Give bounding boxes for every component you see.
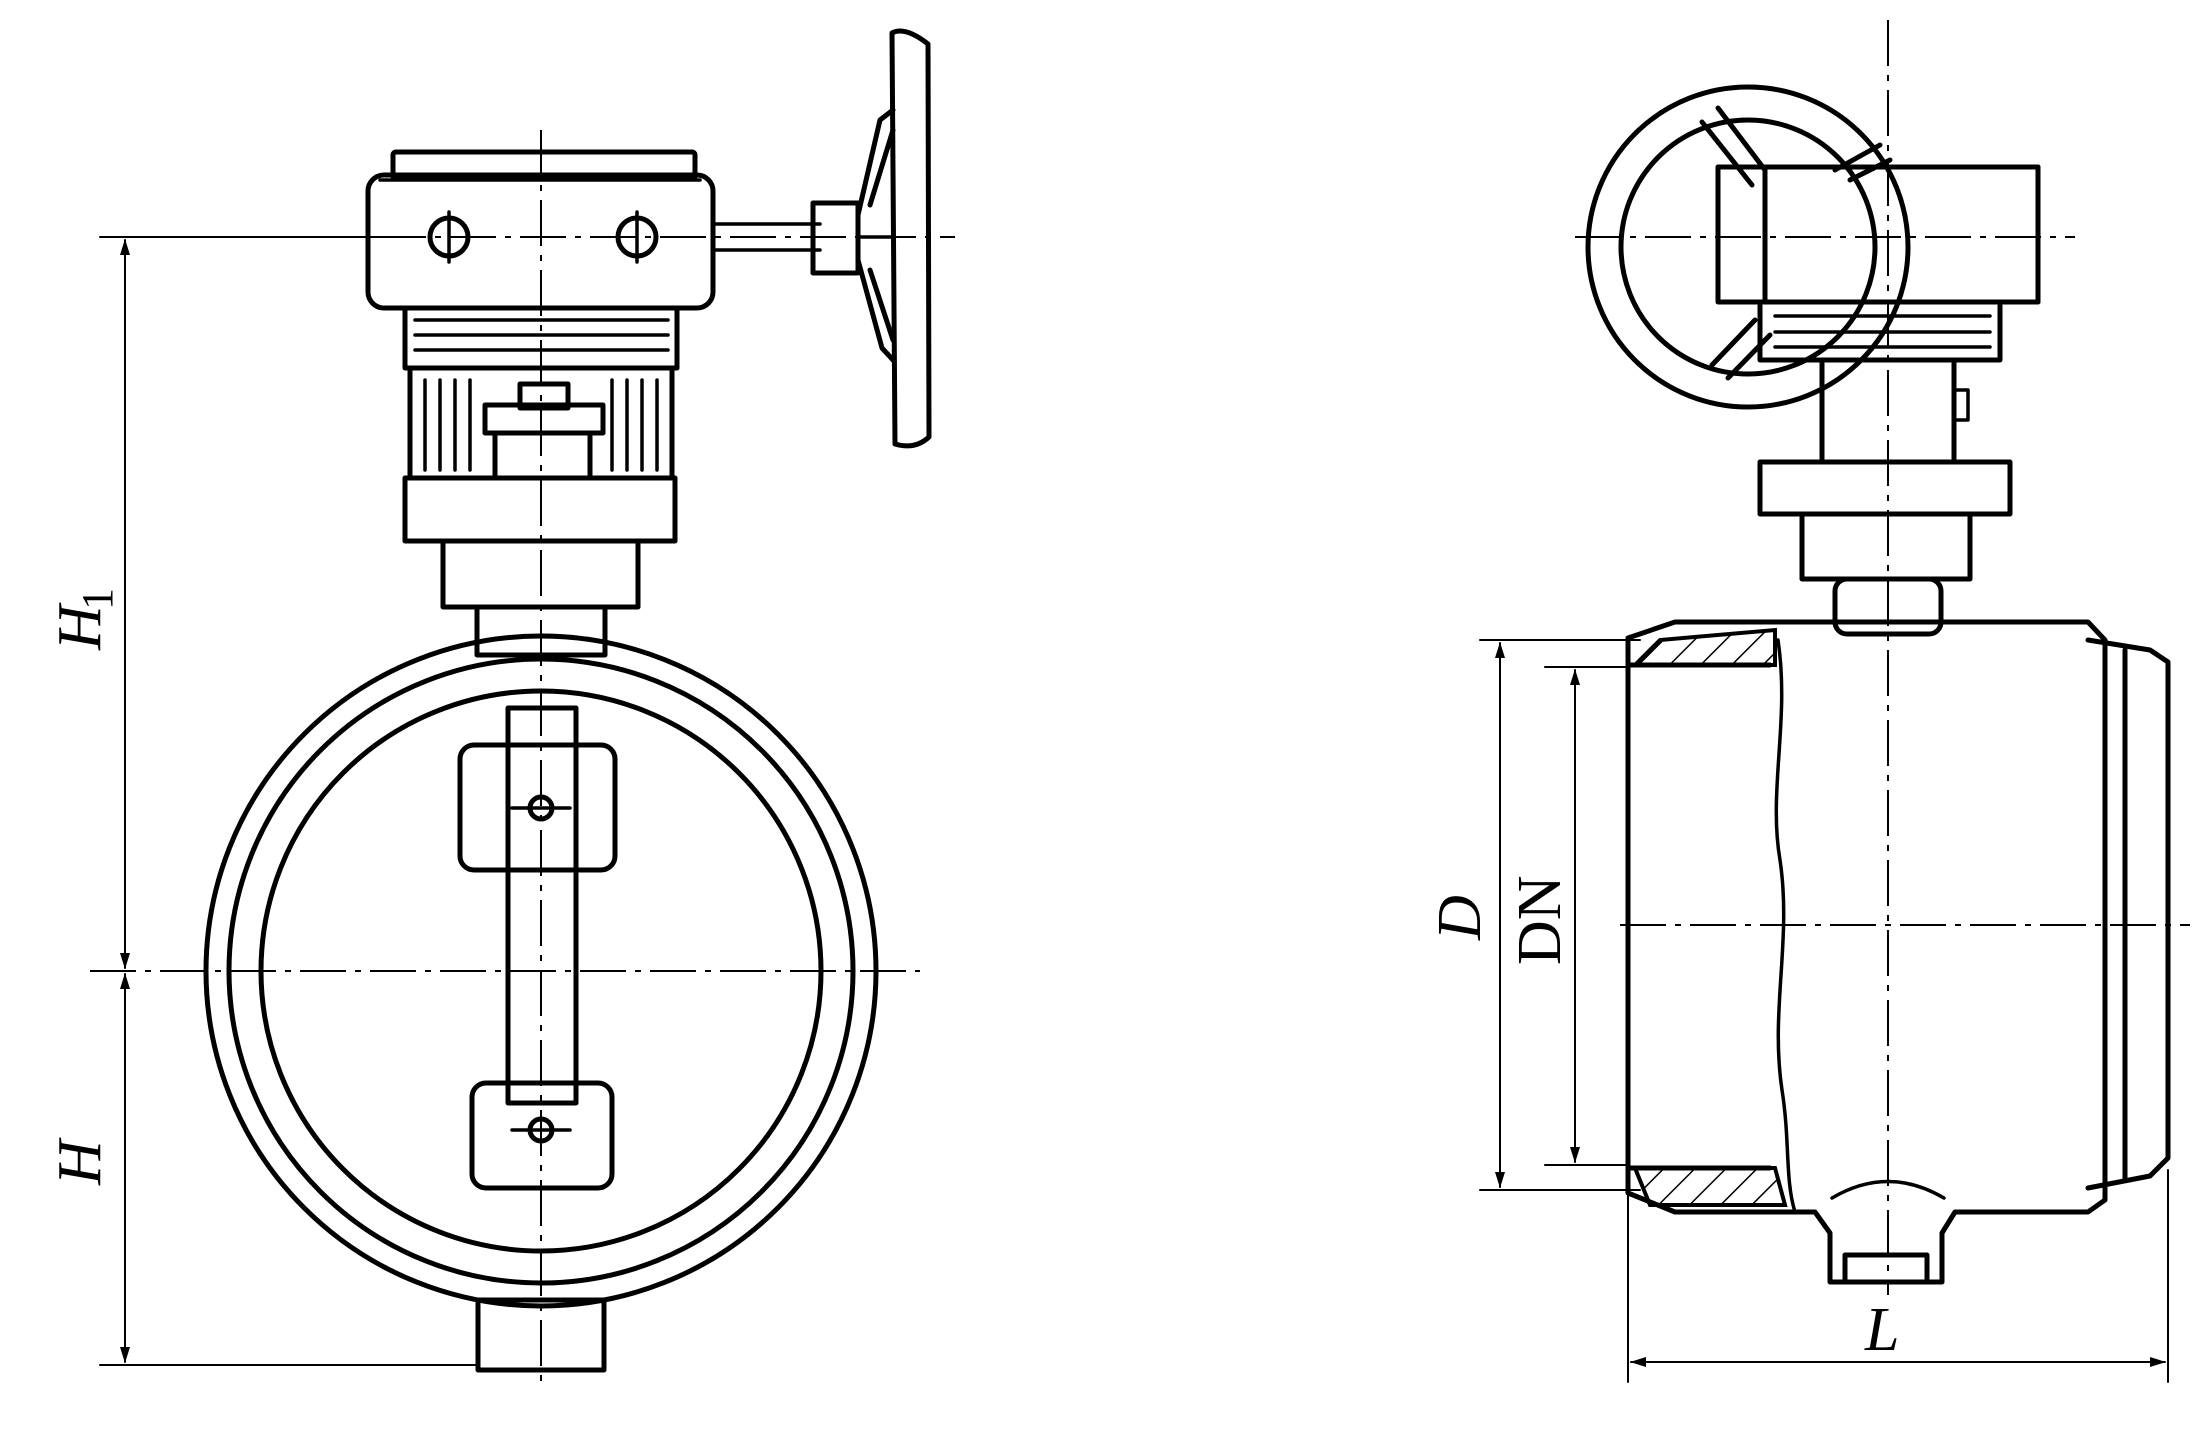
side-groove-ring [2085,637,2171,1191]
disc-stem [505,705,579,1106]
body-neck-lower [474,604,608,658]
dn-label: DN [1506,875,1574,965]
svg-text:DN: DN [1506,875,1574,965]
side-handwheel-spokes [1699,105,1893,381]
h1-label: H 1 [46,588,122,651]
body-bottom-stub [475,1297,607,1373]
side-gearbox-body [1762,164,2041,305]
side-bottom-stub-inner [1842,1252,1930,1285]
stem-key [517,381,571,411]
svg-text:H: H [46,1137,114,1186]
side-break-line [1774,638,1797,1214]
side-handwheel-inner [1618,117,1878,377]
disc-lower-hub [469,1080,615,1191]
body-outer-ring [203,633,879,1309]
disc-lower-pin [510,1116,572,1144]
disc-upper-pin [510,794,572,822]
side-view: D DN L [1426,20,2190,1383]
body-inner-ring [258,688,824,1254]
side-bottom-arc [1830,1179,1946,1200]
disc-upper-hub [457,742,618,873]
side-handwheel-outer [1585,84,1911,410]
side-neck-lower [1832,576,1944,637]
side-hatch-top [1630,627,1777,667]
stem-lower-block [492,430,593,481]
svg-text:D: D [1426,895,1494,941]
gearbox-bolt-right [615,210,659,264]
l-label: L [1864,1296,1899,1364]
handwheel-spokes [855,107,896,363]
side-mounting-flange [1757,459,2013,517]
svg-text:H: H [46,602,114,651]
gearbox-bolt-left [427,210,471,264]
body-middle-ring [226,656,856,1286]
front-view: H 1 H [46,28,955,1382]
side-stem-lug [1952,388,1970,422]
yoke-ribs [423,378,659,472]
d-label: D [1426,895,1494,941]
h-label: H [46,1137,114,1186]
handwheel-rim [889,28,932,449]
svg-text:1: 1 [73,588,122,610]
side-neck [1799,511,1973,582]
side-hatch-bottom [1632,1166,1788,1207]
side-body-outline [1625,619,2108,1285]
